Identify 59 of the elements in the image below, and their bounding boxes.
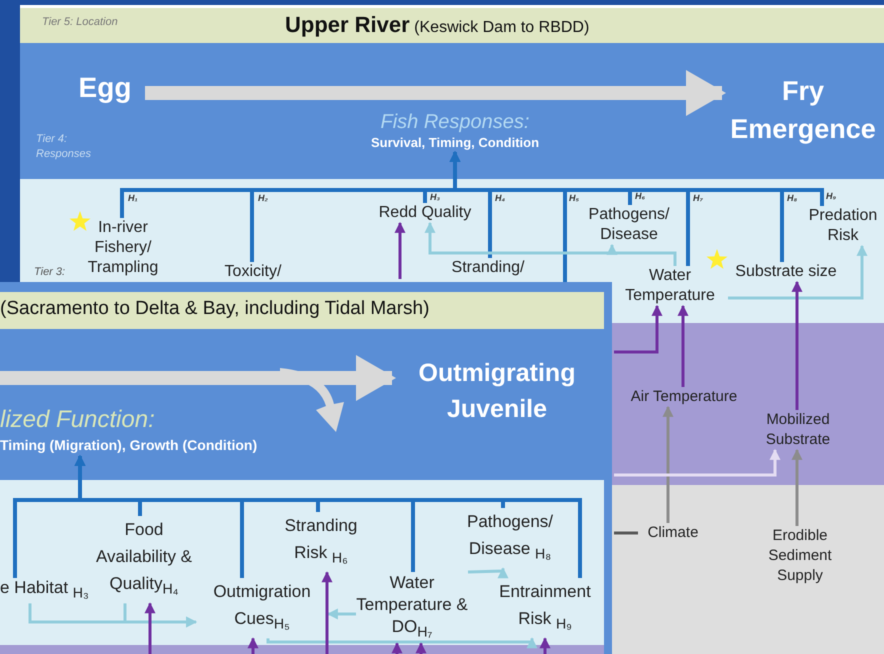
arrow (326, 608, 356, 620)
source-label: Erodible Sediment Supply (752, 526, 848, 586)
response-detail: Survival, Timing, Condition (370, 134, 540, 152)
source-label: Climate (638, 523, 708, 543)
response-label: Fish Responses: (380, 110, 530, 134)
factor-label: Pathogens/ Disease $_{H₈}$ (448, 508, 572, 568)
hypothesis-number: H₅ (569, 193, 580, 203)
factor-label: Redd Quality (368, 203, 482, 223)
tier-label: Tier 3: (34, 266, 66, 278)
arrow (792, 448, 802, 526)
hypothesis-number: H₆ (635, 191, 646, 201)
stage-arrow (0, 355, 396, 401)
stage-arrow (145, 70, 726, 116)
hypothesis-number: H₃ (430, 192, 440, 202)
function-label: lized Function: (0, 406, 156, 434)
stage-label: Fry Emergence (722, 72, 884, 148)
factor-label: Water Temperature & DO$_{H₇}$ (356, 572, 468, 644)
hypothesis-number: H₉ (826, 191, 836, 201)
arrow (392, 642, 402, 654)
hypothesis-number: H₇ (693, 193, 703, 203)
factor-label: Stranding/ (440, 258, 536, 278)
factor-label: Predation Risk (802, 206, 884, 246)
hypothesis-number: H₄ (495, 193, 506, 203)
arrow (394, 222, 406, 279)
tier-label: Tier 4: Responses (36, 132, 92, 162)
arrow (266, 637, 538, 648)
arrow (728, 244, 868, 300)
stage-label: Egg (65, 72, 145, 104)
factor-label: Toxicity/ (212, 262, 294, 282)
factor-label: Entrainment Risk $_{H₉}$ (482, 578, 608, 638)
arrow (540, 637, 550, 654)
arrow (614, 448, 780, 476)
response-detail: Timing (Migration), Growth (Condition) (0, 436, 258, 455)
factor-label: Stranding Risk $_{H₆}$ (266, 512, 376, 572)
factor-label: Water Temperature (612, 266, 728, 306)
arrow (416, 642, 426, 654)
location-title: Upper River (Keswick Dam to RBDD) (285, 12, 590, 38)
arrow (792, 280, 802, 410)
location-title: (Sacramento to Delta & Bay, including Tidal Marsh) (0, 298, 430, 320)
connector-line (614, 532, 638, 534)
stage-label: Outmigrating Juvenile (392, 355, 602, 427)
driver-label: Mobilized Substrate (748, 410, 848, 450)
hypothesis-number: H₁ (128, 193, 138, 203)
hypothesis-number: H₂ (258, 193, 268, 203)
arrow (614, 304, 662, 354)
factor-label: In-river Fishery/ Trampling (68, 218, 178, 278)
driver-label: Air Temperature (628, 387, 740, 407)
arrow (468, 567, 508, 578)
hypothesis-number: H₈ (787, 193, 798, 203)
factor-label: Substrate size (728, 262, 844, 282)
arrow (662, 406, 674, 523)
arrow (322, 571, 332, 654)
arrow (124, 603, 198, 628)
arrow (606, 244, 676, 266)
factor-label: Pathogens/ Disease (572, 205, 686, 245)
tier-label: Tier 5: Location (42, 16, 118, 28)
arrow (144, 602, 156, 654)
arrow (248, 637, 258, 654)
arrow (678, 304, 688, 387)
